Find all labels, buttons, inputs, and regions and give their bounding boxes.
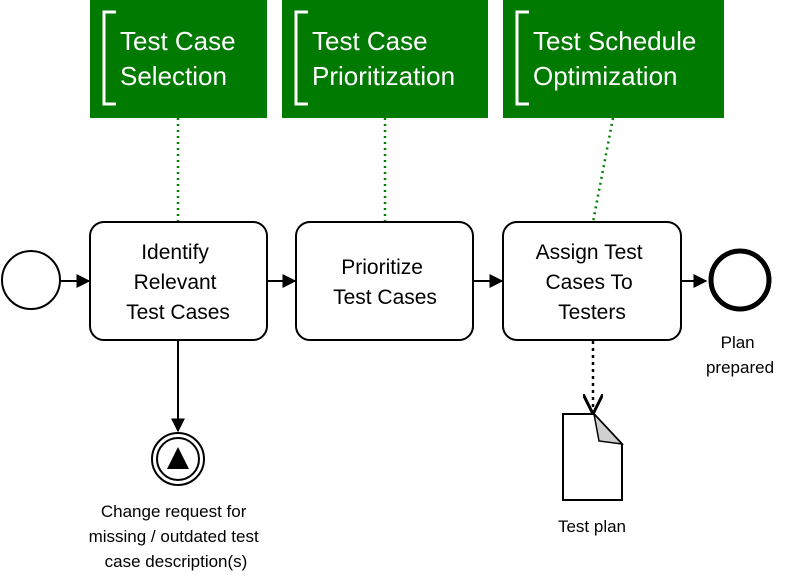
annotation-label: Test Case Prioritization [312,26,455,91]
annotation-label: Test Case Selection [120,26,243,91]
task-identify-relevant-test-cases: Identify Relevant Test Cases [89,221,268,341]
start-event-circle [1,250,61,310]
document-icon [562,411,624,501]
annotation-test-case-prioritization: Test Case Prioritization [282,0,488,118]
end-event-label: Plan prepared [706,333,774,377]
end-event-circle [708,248,772,312]
escalation-event [151,432,205,486]
task-assign-test-cases-to-testers: Assign Test Cases To Testers [502,221,682,341]
escalation-event-label: Change request for missing / outdated te… [89,502,264,571]
task-label: Identify Relevant Test Cases [126,241,230,324]
annotation-label: Test Schedule Optimization [533,26,704,91]
escalation-triangle-icon [167,447,189,469]
data-object-label: Test plan [558,517,626,536]
association-line [591,117,615,223]
annotation-test-case-selection: Test Case Selection [90,0,267,118]
task-label: Prioritize Test Cases [333,256,437,309]
task-label: Assign Test Cases To Testers [536,241,649,324]
annotation-test-schedule-optimization: Test Schedule Optimization [503,0,724,118]
task-prioritize-test-cases: Prioritize Test Cases [295,221,474,341]
